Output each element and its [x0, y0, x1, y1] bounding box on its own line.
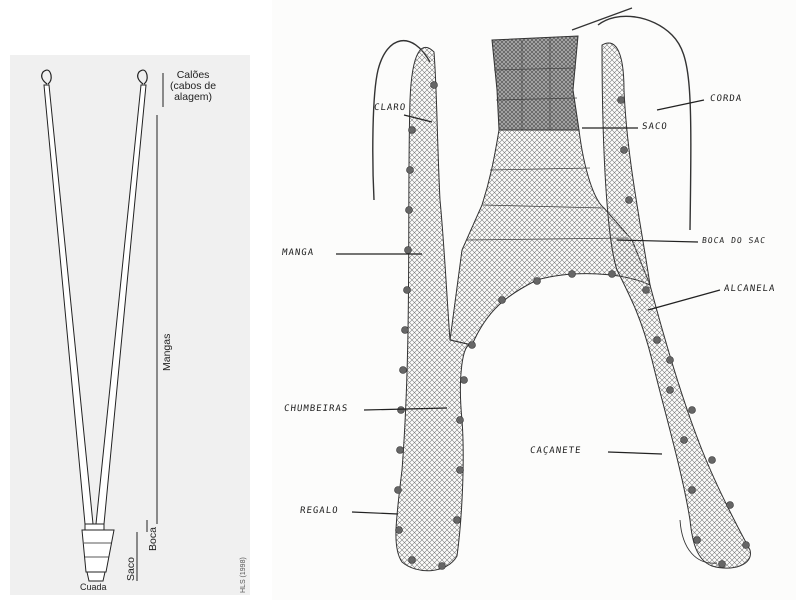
right-hook-icon	[138, 70, 148, 84]
left-wing	[44, 85, 93, 524]
saco-label: Saco	[126, 557, 137, 581]
bag	[82, 530, 114, 572]
author-signature: HLS (1998)	[240, 557, 247, 593]
caloes-label: Calões (cabos de alagem)	[170, 70, 216, 103]
regalo-pointer	[352, 512, 398, 514]
saco-label: SACO	[641, 122, 668, 132]
claro-label: CLARO	[373, 103, 406, 113]
alcanela-pointer	[648, 290, 720, 310]
boca-label: Boca	[148, 527, 159, 551]
cuada-label: Cuada	[80, 582, 107, 592]
saco-bag	[492, 36, 579, 130]
right-wing	[96, 85, 146, 524]
chumbeiras-label: CHUMBEIRAS	[283, 404, 348, 414]
left-net-drawing	[10, 55, 250, 595]
cacanete-label: CAÇANETE	[529, 446, 581, 456]
right-wing-mesh	[602, 43, 750, 568]
codend	[87, 572, 105, 581]
left-net-diagram-panel: Calões (cabos de alagem) Mangas Boca Sac…	[10, 55, 250, 595]
cacanete-pointer	[608, 452, 662, 454]
mangas-label: Mangas	[162, 334, 173, 371]
alcanela-label: ALCANELA	[723, 284, 775, 294]
right-net-drawing	[272, 0, 796, 600]
manga-label: MANGA	[281, 248, 314, 258]
right-net-sketch-panel: CLARO CORDA SACO MANGA BOCA DO SAC ALCAN…	[272, 0, 796, 600]
mouth-band	[85, 524, 104, 530]
top-pointer	[572, 8, 632, 30]
regalo-label: REGALO	[299, 506, 339, 516]
corda-pointer	[657, 100, 704, 110]
left-hook-icon	[42, 70, 52, 84]
boca-do-saco-label: BOCA DO SAC	[702, 236, 767, 245]
corda-label: CORDA	[709, 94, 742, 104]
